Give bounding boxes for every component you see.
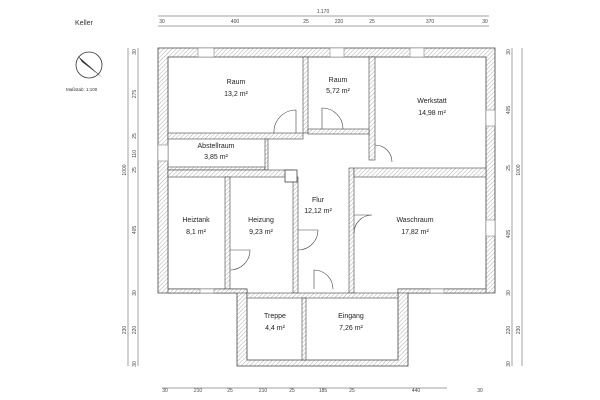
svg-text:25: 25: [132, 167, 138, 173]
svg-text:230: 230: [122, 326, 128, 335]
room-area: 3,85 m²: [204, 154, 228, 161]
windows: [157, 47, 496, 294]
svg-text:440: 440: [412, 388, 421, 394]
svg-text:1000: 1000: [516, 164, 522, 175]
room-name: Flur: [312, 197, 325, 204]
svg-text:210: 210: [194, 388, 203, 394]
room-area: 14,98 m²: [418, 110, 446, 117]
room-name: Heiztank: [182, 217, 210, 224]
svg-text:370: 370: [426, 19, 435, 25]
svg-text:30: 30: [132, 290, 138, 296]
north-arrow-icon: [75, 51, 103, 79]
svg-text:30: 30: [159, 19, 165, 25]
dimension-labels: 1.170 30 400 25 220 25 370 30 30 210 25 210 2…: [122, 9, 522, 394]
room-name: Werkstatt: [417, 98, 446, 105]
room-area: 9,23 m²: [249, 229, 273, 236]
svg-text:230: 230: [516, 326, 522, 335]
room-area: 8,1 m²: [186, 229, 207, 236]
room-area: 12,12 m²: [304, 208, 332, 215]
room-area: 7,26 m²: [339, 325, 363, 332]
svg-text:30: 30: [477, 388, 483, 394]
room-area: 17,82 m²: [401, 229, 429, 236]
dimension-lines: [127, 15, 523, 389]
room-name: Abstellraum: [198, 143, 235, 150]
svg-text:25: 25: [506, 165, 512, 171]
room-name: Treppe: [264, 313, 286, 320]
doors: [229, 107, 393, 290]
room-area: 4,4 m²: [265, 325, 286, 332]
svg-text:1000: 1000: [122, 164, 128, 175]
room-name: Eingang: [338, 313, 364, 320]
room-area: 13,2 m²: [224, 91, 248, 98]
svg-text:220: 220: [132, 326, 138, 335]
svg-text:30: 30: [482, 19, 488, 25]
svg-text:405: 405: [132, 226, 138, 235]
svg-text:25: 25: [349, 388, 355, 394]
room-labels: Raum 13,2 m² Raum 5,72 m² Werkstatt 14,98 m…: [182, 77, 446, 332]
svg-text:30: 30: [506, 361, 512, 367]
room-area: 5,72 m²: [326, 88, 350, 95]
room-name: Raum: [329, 77, 348, 84]
svg-text:30: 30: [132, 49, 138, 55]
svg-text:25: 25: [132, 133, 138, 139]
svg-text:25: 25: [303, 19, 309, 25]
svg-text:185: 185: [319, 388, 328, 394]
svg-text:210: 210: [259, 388, 268, 394]
svg-text:220: 220: [335, 19, 344, 25]
plan-title: Keller: [75, 20, 93, 27]
svg-text:405: 405: [506, 230, 512, 239]
svg-text:25: 25: [369, 19, 375, 25]
room-name: Heizung: [248, 217, 274, 224]
room-name: Raum: [227, 79, 246, 86]
svg-text:1.170: 1.170: [317, 9, 330, 15]
svg-text:30: 30: [162, 388, 168, 394]
walls: [157, 47, 496, 367]
svg-text:220: 220: [506, 326, 512, 335]
svg-text:25: 25: [289, 388, 295, 394]
svg-text:400: 400: [231, 19, 240, 25]
room-name: Waschraum: [396, 217, 433, 224]
svg-text:275: 275: [132, 90, 138, 99]
svg-text:30: 30: [132, 361, 138, 367]
svg-text:25: 25: [227, 388, 233, 394]
svg-text:110: 110: [132, 150, 138, 158]
svg-text:30: 30: [506, 49, 512, 55]
svg-text:30: 30: [506, 290, 512, 296]
scale-label: Maßstab: 1:100: [66, 87, 98, 92]
svg-text:405: 405: [506, 106, 512, 115]
